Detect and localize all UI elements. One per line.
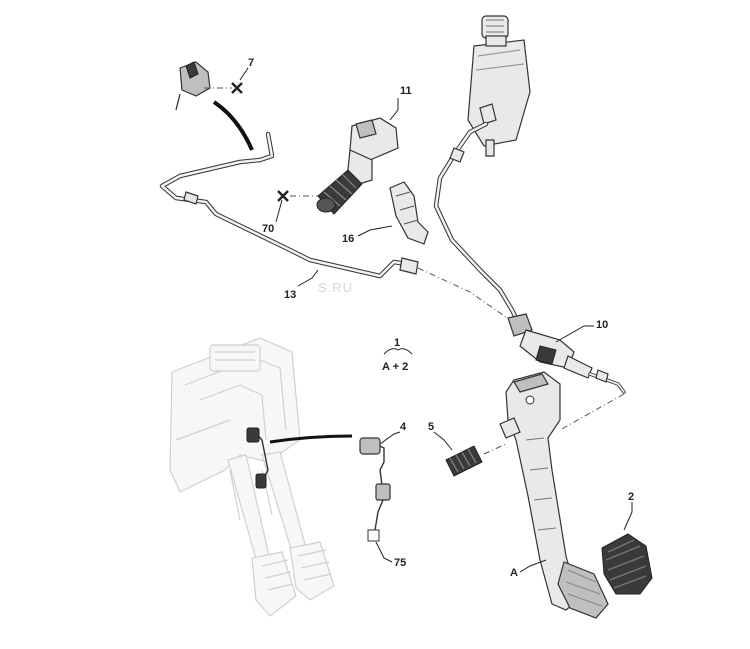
part-75-connector: [367, 529, 380, 542]
callout-70: 70: [262, 223, 274, 235]
callout-5: 5: [428, 421, 434, 433]
part-13-clutch-pipe: [159, 131, 511, 321]
watermark-text: S.RU: [318, 280, 353, 295]
part-10-master-cylinder: [507, 313, 626, 431]
part-5-spring: [445, 443, 507, 477]
reservoir-hose: [433, 121, 521, 325]
part-11-slave-cylinder: [277, 117, 399, 215]
callout-10: 10: [596, 319, 608, 331]
callout-a: A: [510, 567, 518, 579]
clutch-pedal-a: [499, 371, 609, 619]
callout-2: 2: [628, 491, 634, 503]
leader-lines: [239, 67, 633, 573]
fluid-reservoir: [467, 15, 531, 157]
callout-7: 7: [248, 57, 254, 69]
harness-on-pedal-box: [246, 427, 353, 489]
part-7-sensor: [175, 61, 243, 111]
callout-75: 75: [394, 557, 406, 569]
part-2-pedal-pad: [601, 533, 653, 595]
part-16-clip: [389, 181, 429, 245]
callout-1-sub: A + 2: [382, 361, 408, 373]
callout-4: 4: [400, 421, 407, 433]
callout-11: 11: [400, 85, 412, 97]
callout-16: 16: [342, 233, 354, 245]
callout-1: 1: [394, 337, 400, 349]
callout-13: 13: [284, 289, 296, 301]
part-4-switch: [359, 437, 391, 531]
pedal-box-ghost: [169, 337, 335, 617]
